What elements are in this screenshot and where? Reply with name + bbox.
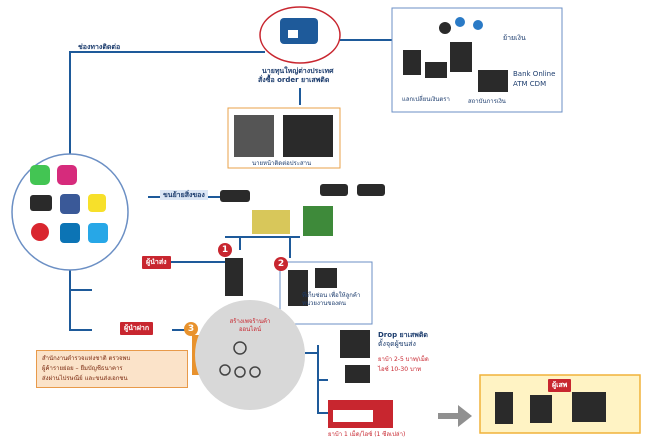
building-icon xyxy=(234,115,274,157)
handshake-icon xyxy=(340,330,370,358)
step-2-badge: 2 xyxy=(274,257,288,271)
bank-online-label: Bank Online xyxy=(513,70,556,78)
post-caption: ยาบ้า 1 เม็ด/ไอซ์ (1 ซีลเปล่า) xyxy=(328,431,406,438)
middle-box-caption: นายหน้าติดต่อประสาน xyxy=(252,160,312,167)
bank-money-label: ย้ายเงิน xyxy=(503,34,526,42)
motorbike-icon xyxy=(345,365,370,383)
snapchat-icon xyxy=(88,194,106,212)
car-icon xyxy=(320,184,348,196)
atm-cdm-label: ATM CDM xyxy=(513,80,547,88)
whatsapp-icon xyxy=(30,165,50,185)
sender-area xyxy=(225,258,373,325)
note-line-2: ผู้ค้ารายย่อย – ยืมบัญชีธนาคาร xyxy=(42,365,123,372)
price-2: ไอซ์ 10-30 บาท xyxy=(378,366,422,373)
transport-label: ขนย้ายสิ่งของ xyxy=(160,190,208,200)
victims-tag: ผู้เสพ xyxy=(548,379,572,392)
arrow-icon xyxy=(438,405,472,427)
car-icon xyxy=(220,190,250,202)
boss-caption-1: นายทุนใหญ่ต่างประเทศ xyxy=(262,67,334,75)
note-line-1: สำนักงานตำรวจแห่งชาติ ตรวจพบ xyxy=(42,355,131,362)
social-apps-circle xyxy=(11,153,129,271)
person-icon xyxy=(403,50,421,75)
app-icon-red xyxy=(31,223,49,241)
channel-label: ช่องทางติดต่อ xyxy=(78,43,121,51)
note-box: สำนักงานตำรวจแห่งชาติ ตรวจพบ ผู้ค้ารายย่… xyxy=(36,350,188,388)
cars xyxy=(220,184,385,202)
instagram-icon xyxy=(57,165,77,185)
hider-icon xyxy=(288,270,308,306)
bank-institution-label: สถาบันการเงิน xyxy=(468,98,506,105)
price-1: ยาบ้า 2-5 บาท/เม็ด xyxy=(378,356,429,363)
drug-packages xyxy=(252,206,333,236)
drop-caption-2: ตั้งจุดผู้ขนส่ง xyxy=(378,340,416,348)
facebook-icon xyxy=(60,194,80,214)
step-3-badge: 3 xyxy=(184,322,198,336)
chat-icon xyxy=(30,195,52,211)
broker-icon xyxy=(283,115,333,157)
twitter-icon xyxy=(88,223,108,243)
victim-icon xyxy=(495,392,513,424)
car-icon xyxy=(357,184,385,196)
hideout-caption: ที่เก็บซ่อน เพื่อให้ลูกค้า หน่วยงานของตน xyxy=(302,292,361,307)
sender-tag: ผู้นำส่ง xyxy=(142,256,171,269)
drop-figures xyxy=(340,330,370,383)
online-store-caption: สร้างเพจร้านค้าออนไลน์ xyxy=(229,318,271,333)
bank-building-icon xyxy=(478,70,508,92)
online-store-circle xyxy=(195,300,305,410)
step-1-badge: 1 xyxy=(218,243,232,257)
post-office xyxy=(328,400,393,428)
boss-oval xyxy=(259,6,341,64)
house-icon xyxy=(315,268,337,288)
middle-box xyxy=(227,107,341,169)
linkedin-icon xyxy=(60,223,80,243)
bank-box xyxy=(391,7,563,113)
boss-caption-2: สั่งซื้อ order ยาเสพติด xyxy=(258,76,330,84)
victim-icon xyxy=(572,392,606,422)
boss-icon xyxy=(280,18,318,44)
package-icon xyxy=(252,210,290,234)
victim-icon xyxy=(530,395,552,423)
sender-person-icon xyxy=(225,258,243,296)
atm-icon xyxy=(450,42,472,72)
package-icon xyxy=(303,206,333,236)
money-icon xyxy=(425,62,447,78)
note-line-3: ส่งผ่านไปรษณีย์ และขนส่งเอกชน xyxy=(42,375,128,382)
drop-caption-1: Drop ยาเสพติด xyxy=(378,331,428,339)
receiver-tag: ผู้นำฝาก xyxy=(120,322,154,335)
money-exchange-label: แลกเปลี่ยนเงินตรา xyxy=(402,96,450,103)
